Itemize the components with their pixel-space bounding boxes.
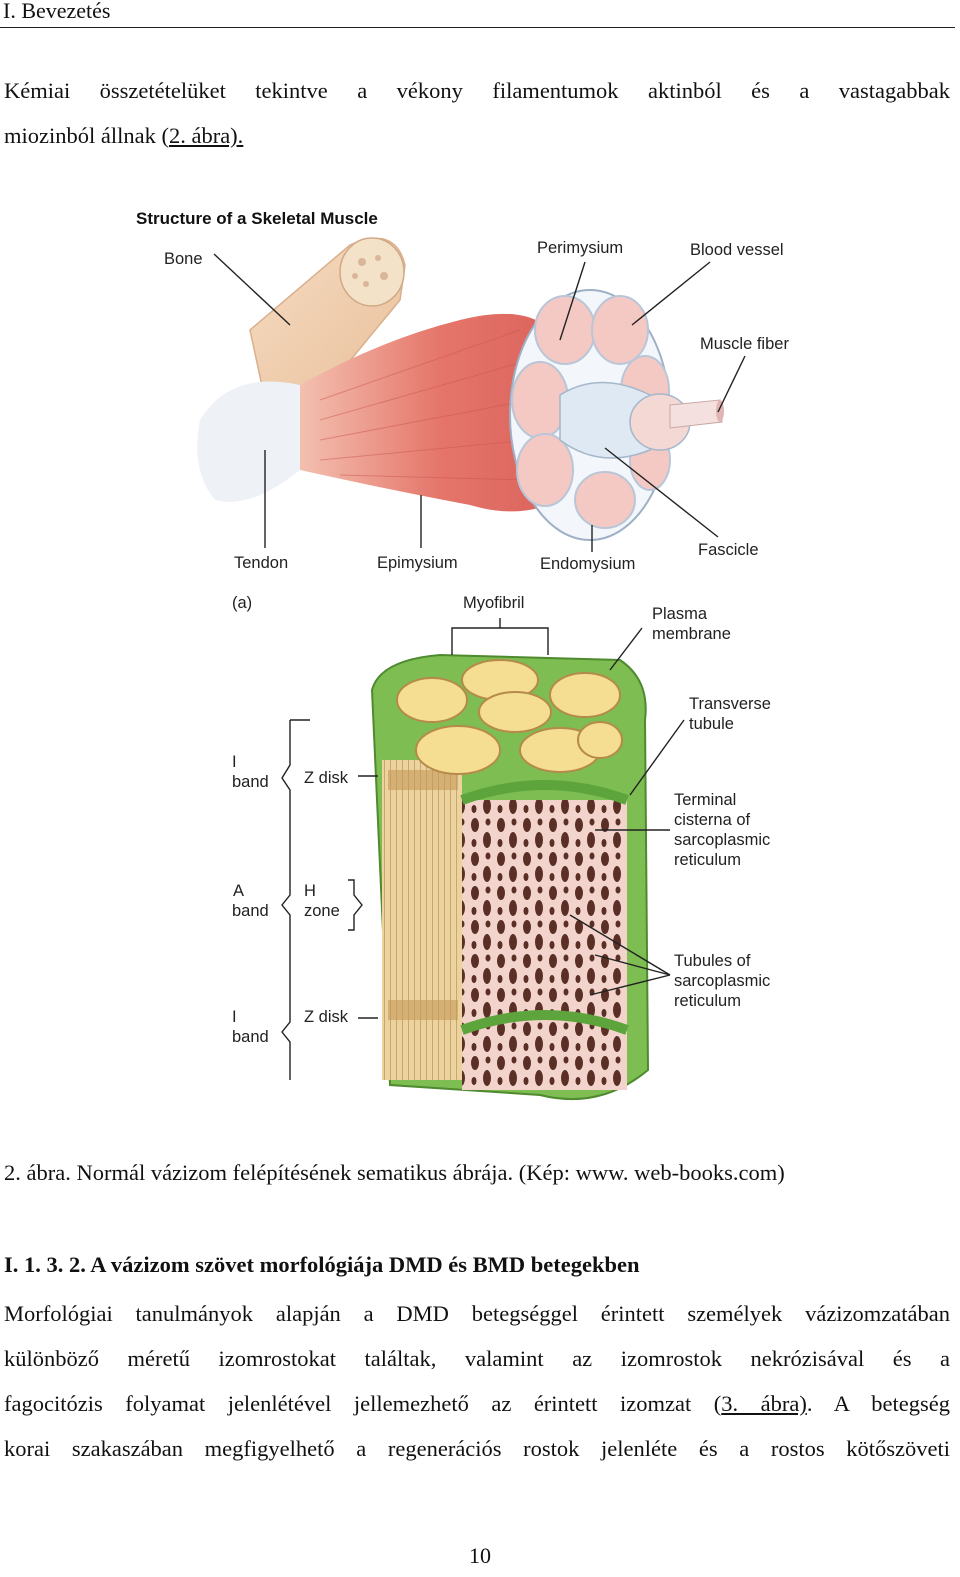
label-perimysium: Perimysium [537, 239, 623, 257]
page-number: 10 [469, 1543, 491, 1568]
label-i-band-bottom-2: band [232, 1028, 269, 1046]
label-fascicle: Fascicle [698, 541, 759, 559]
section-line-3: fagocitózis folyamat jelenlétével jellem… [4, 1391, 950, 1416]
label-transverse-tubule-2: tubule [689, 715, 734, 733]
leader-lines-a [213, 253, 746, 552]
label-tubules-sr-2: sarcoplasmic [674, 972, 770, 990]
label-plasma-membrane-2: membrane [652, 625, 731, 643]
figure-3-reference-link[interactable]: 3. ábra) [721, 1391, 807, 1416]
intro-paragraph: Kémiai összetételüket tekintve a vékony … [4, 68, 950, 158]
myofibril-diagram-b [370, 653, 650, 1101]
label-z-disk-bottom: Z disk [304, 1008, 349, 1026]
section-line-4: korai szakaszában megfigyelhető a regene… [4, 1436, 950, 1461]
label-bone: Bone [164, 250, 203, 268]
running-header: I. Bevezetés [0, 0, 955, 28]
intro-line-2: miozinból állnak (2. ábra). [4, 123, 244, 148]
muscle-diagram-a [197, 237, 724, 541]
section-paragraph: Morfológiai tanulmányok alapján a DMD be… [4, 1291, 950, 1471]
label-endomysium: Endomysium [540, 555, 635, 573]
section-line-1: Morfológiai tanulmányok alapján a DMD be… [4, 1301, 950, 1326]
header-section-title: I. Bevezetés [3, 0, 111, 23]
label-myofibril: Myofibril [463, 594, 524, 612]
label-i-band-bottom-1: I [232, 1008, 237, 1026]
label-terminal-cisterna-3: sarcoplasmic [674, 831, 770, 849]
label-i-band-top-2: band [232, 773, 269, 791]
label-a-band-2: band [232, 902, 269, 920]
label-panel-a: (a) [232, 594, 252, 612]
label-terminal-cisterna-4: reticulum [674, 851, 741, 869]
label-tubules-sr-1: Tubules of [674, 952, 751, 970]
leader-lines-b [281, 618, 685, 1080]
label-h-zone-2: zone [304, 902, 340, 920]
label-a-band-1: A [233, 882, 244, 900]
label-i-band-top-1: I [232, 753, 237, 771]
intro-line-1: Kémiai összetételüket tekintve a vékony … [4, 78, 950, 103]
label-epimysium: Epimysium [377, 554, 458, 572]
label-transverse-tubule-1: Transverse [689, 695, 771, 713]
label-tendon: Tendon [234, 554, 288, 572]
section-line-2: különböző méretű izomrostokat találtak, … [4, 1346, 950, 1371]
section-heading: I. 1. 3. 2. A vázizom szövet morfológiáj… [4, 1252, 640, 1277]
label-terminal-cisterna-1: Terminal [674, 791, 736, 809]
figure-title: Structure of a Skeletal Muscle [136, 209, 378, 228]
label-blood-vessel: Blood vessel [690, 241, 784, 259]
figure-2-reference-link[interactable]: 2. ábra). [168, 123, 244, 148]
label-terminal-cisterna-2: cisterna of [674, 811, 751, 829]
label-z-disk-top: Z disk [304, 769, 349, 787]
skeletal-muscle-figure: Structure of a Skeletal Muscle Bone Peri… [136, 209, 789, 1101]
figure-caption: 2. ábra. Normál vázizom felépítésének se… [4, 1160, 785, 1185]
label-plasma-membrane-1: Plasma [652, 605, 708, 623]
label-tubules-sr-3: reticulum [674, 992, 741, 1010]
label-h-zone-1: H [304, 882, 316, 900]
label-muscle-fiber: Muscle fiber [700, 335, 789, 353]
